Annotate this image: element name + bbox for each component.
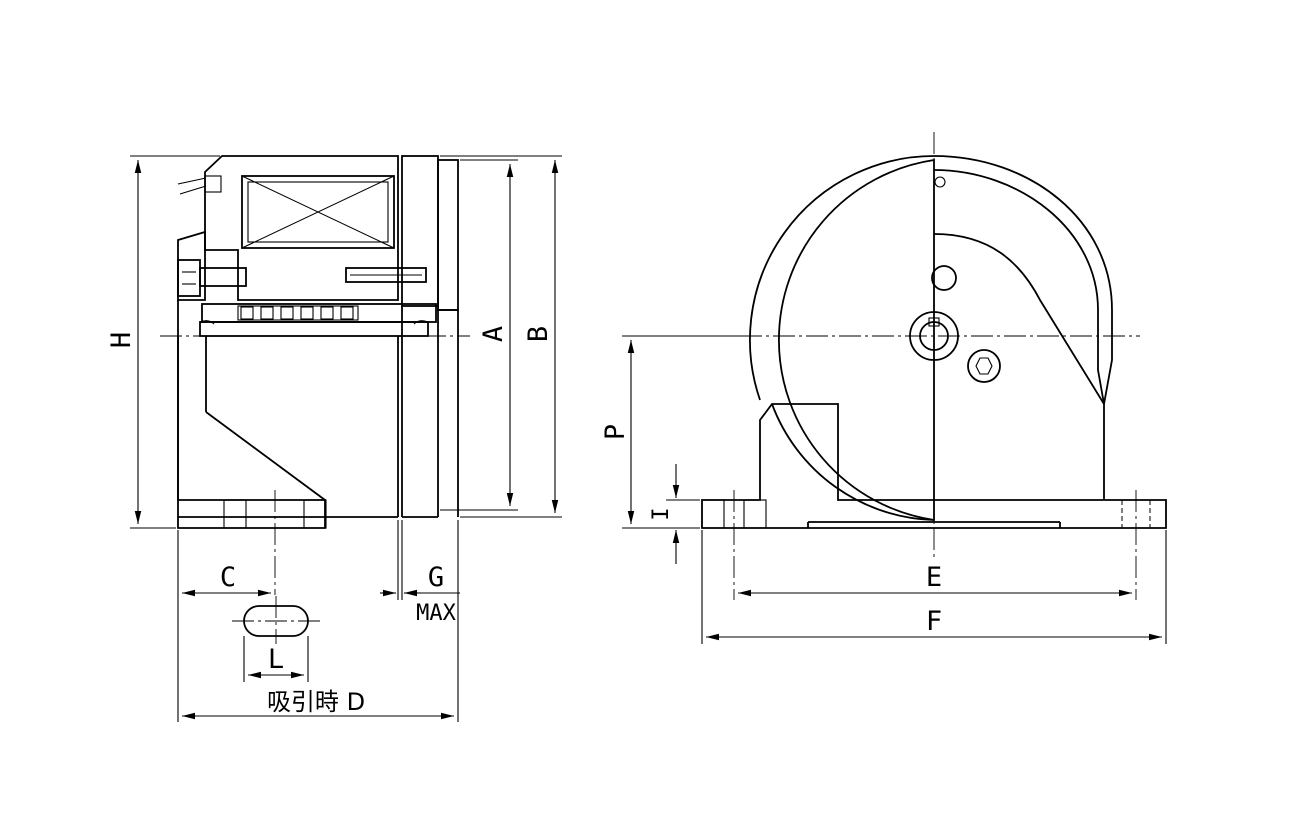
base-plate [701, 403, 1167, 529]
lead-wire [177, 177, 207, 195]
side-view-dimensions: H A B C G MAX L 吸引時 D [106, 155, 562, 722]
dim-label-I: I [649, 507, 674, 520]
friction-lining [437, 159, 459, 311]
housing-outline [933, 155, 1113, 405]
dim-label-G: G [428, 562, 444, 593]
foot-hole-left [223, 499, 247, 529]
coil-housing [204, 155, 399, 301]
armature-plate [401, 155, 439, 307]
dim-label-H: H [106, 332, 137, 348]
socket-bolt-lower [967, 349, 1001, 383]
guide-pin [345, 267, 427, 283]
base-hole-left [701, 499, 725, 529]
dim-label-A: A [478, 326, 509, 342]
dim-label-D: 吸引時 D [267, 688, 365, 716]
front-view-dimensions: P I E F [600, 335, 1167, 644]
mount-bolt [199, 267, 247, 287]
side-section-view [160, 155, 470, 644]
dim-label-F: F [926, 606, 942, 637]
dim-label-L: L [268, 644, 284, 675]
front-view [701, 132, 1167, 600]
dim-label-G-max: MAX [416, 601, 456, 626]
dim-label-C: C [220, 562, 236, 593]
mount-bolt-head [177, 259, 201, 297]
coil [241, 175, 395, 249]
dim-label-B: B [523, 326, 554, 342]
dim-label-P: P [600, 424, 631, 440]
disc-section [778, 158, 935, 522]
mount-flange [177, 230, 206, 301]
spring-row [237, 305, 359, 321]
base-hole-right [743, 499, 767, 529]
dim-label-E: E [926, 562, 942, 593]
socket-bolt-upper [931, 265, 957, 291]
foot-hole-right [303, 499, 327, 529]
